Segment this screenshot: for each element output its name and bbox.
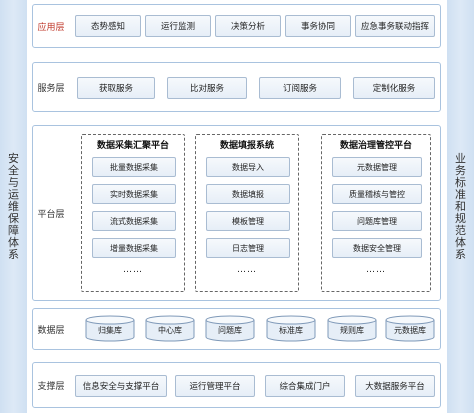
data-collection-platform-group: 数据采集汇聚平台 批量数据采集 实时数据采集 流式数据采集 增量数据采集 …… [81,134,185,292]
data-security-management[interactable]: 数据安全管理 [332,238,422,258]
incremental-data-collection[interactable]: 增量数据采集 [92,238,176,258]
batch-data-collection[interactable]: 批量数据采集 [92,157,176,177]
data-governance-more: …… [366,265,386,275]
data-import[interactable]: 数据导入 [206,157,290,177]
metadata-db-label: 元数据库 [394,326,426,335]
database-icon [327,315,377,342]
database-icon [85,315,135,342]
data-reporting[interactable]: 数据填报 [206,184,290,204]
rules-db-cylinder[interactable]: 规则库 [327,315,377,342]
metadata-management[interactable]: 元数据管理 [332,157,422,177]
data-reporting-system-group: 数据填报系统 数据导入 数据填报 模板管理 日志管理 …… [195,134,299,292]
service-item-subscription[interactable]: 订阅服务 [259,77,341,99]
app-item-emergency-command[interactable]: 应急事务联动指挥 [355,15,435,37]
app-item-decision-analysis[interactable]: 决策分析 [215,15,281,37]
rules-db-label: 规则库 [340,326,364,335]
standard-db-cylinder[interactable]: 标准库 [266,315,316,342]
stream-data-collection[interactable]: 流式数据采集 [92,211,176,231]
app-item-operation-monitoring[interactable]: 运行监测 [145,15,211,37]
service-item-comparison[interactable]: 比对服务 [167,77,247,99]
center-db-label: 中心库 [158,326,182,335]
application-layer-label: 应用层 [37,22,65,33]
app-item-situation-awareness[interactable]: 态势感知 [75,15,141,37]
database-icon [145,315,195,342]
data-reporting-more: …… [237,265,257,275]
collection-db-label: 归集库 [98,326,122,335]
metadata-db-cylinder[interactable]: 元数据库 [385,315,435,342]
service-item-acquisition[interactable]: 获取服务 [77,77,155,99]
support-item-security-platform[interactable]: 信息安全与支撑平台 [75,375,167,397]
database-icon [205,315,255,342]
data-layer: 数据层 归集库 中心库 问题库 标准库 规则库 元数据库 [32,308,441,350]
application-layer: 应用层 态势感知 运行监测 决策分析 事务协同 应急事务联动指挥 [32,4,441,48]
support-layer: 支撑层 信息安全与支撑平台 运行管理平台 综合集成门户 大数据服务平台 [32,362,441,408]
data-governance-platform-title: 数据治理管控平台 [339,141,412,151]
collection-db-cylinder[interactable]: 归集库 [85,315,135,342]
business-standards-system-panel: 业务标准和规范体系 [447,0,474,413]
support-item-ops-management[interactable]: 运行管理平台 [175,375,255,397]
business-standards-system-label: 业务标准和规范体系 [455,151,466,261]
data-reporting-system-title: 数据填报系统 [219,141,274,151]
data-governance-platform-group: 数据治理管控平台 元数据管理 质量稽核与管控 问题库管理 数据安全管理 …… [321,134,431,292]
service-item-customization[interactable]: 定制化服务 [353,77,435,99]
service-layer: 服务层 获取服务 比对服务 订阅服务 定制化服务 [32,62,441,112]
data-layer-label: 数据层 [37,325,65,336]
issue-db-label: 问题库 [218,326,242,335]
platform-layer-label: 平台层 [37,209,65,220]
platform-layer: 平台层 数据采集汇聚平台 批量数据采集 实时数据采集 流式数据采集 增量数据采集… [32,125,441,301]
template-management[interactable]: 模板管理 [206,211,290,231]
standard-db-label: 标准库 [279,326,303,335]
log-management[interactable]: 日志管理 [206,238,290,258]
security-ops-system-panel: 安全与运维保障体系 [0,0,27,413]
realtime-data-collection[interactable]: 实时数据采集 [92,184,176,204]
support-layer-label: 支撑层 [37,381,65,392]
security-ops-system-label: 安全与运维保障体系 [8,151,19,261]
quality-audit-control[interactable]: 质量稽核与管控 [332,184,422,204]
database-icon [385,315,435,342]
service-layer-label: 服务层 [37,83,65,94]
database-icon [266,315,316,342]
issue-library-management[interactable]: 问题库管理 [332,211,422,231]
support-item-integrated-portal[interactable]: 综合集成门户 [265,375,345,397]
app-item-affairs-collaboration[interactable]: 事务协同 [285,15,351,37]
data-collection-platform-title: 数据采集汇聚平台 [96,141,169,151]
support-item-bigdata-service[interactable]: 大数据服务平台 [355,375,435,397]
center-db-cylinder[interactable]: 中心库 [145,315,195,342]
data-collection-more: …… [123,265,143,275]
issue-db-cylinder[interactable]: 问题库 [205,315,255,342]
